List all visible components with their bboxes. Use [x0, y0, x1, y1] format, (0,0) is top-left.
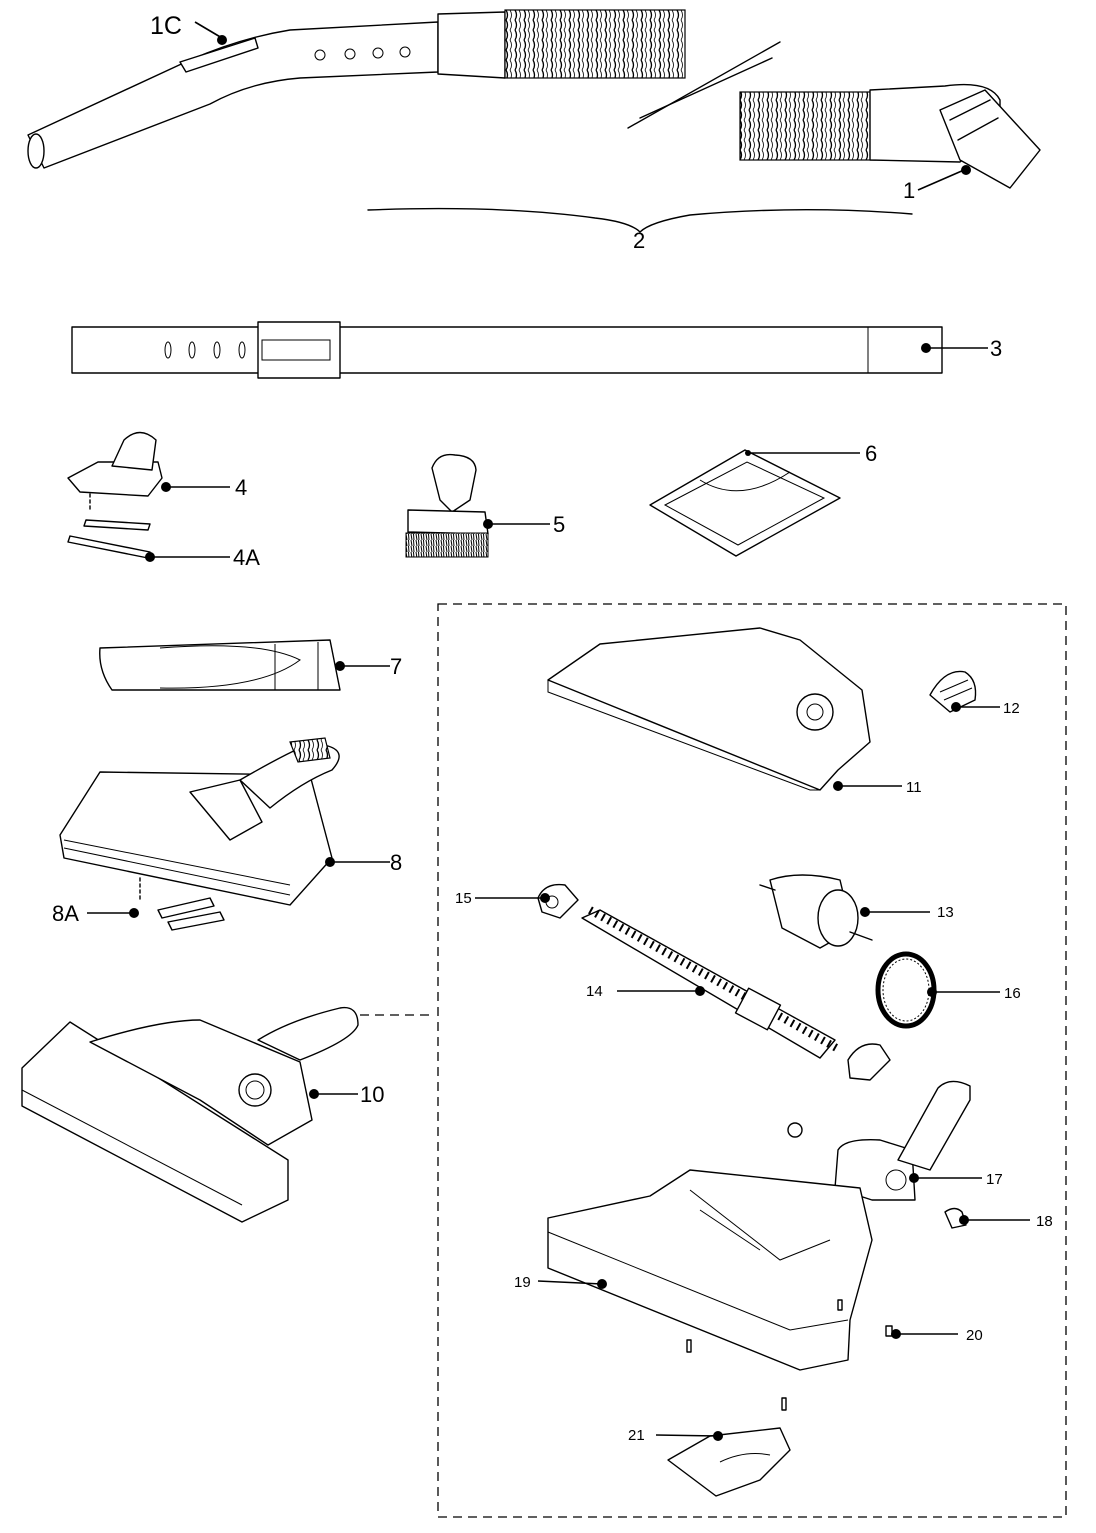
exploded-view-box [437, 603, 1067, 1518]
label-14: 14 [586, 983, 603, 1000]
label-16: 16 [1004, 985, 1021, 1002]
part-13-turbine [759, 874, 873, 949]
part-12-badge [929, 670, 977, 713]
label-5: 5 [553, 512, 565, 537]
part-6-filter-pad [649, 449, 841, 557]
label-3: 3 [990, 336, 1002, 361]
part-10-turbo-nozzle [21, 1006, 435, 1223]
label-11: 11 [906, 779, 922, 796]
part-8-floor-nozzle [59, 737, 340, 906]
label-8: 8 [390, 850, 402, 875]
label-15: 15 [455, 890, 472, 907]
part-7-crevice-tool [99, 639, 341, 691]
part-16-belt [875, 951, 937, 1029]
label-12: 12 [1003, 700, 1020, 717]
part-1-hose-end [627, 41, 1041, 189]
label-18: 18 [1036, 1213, 1053, 1230]
label-19: 19 [514, 1274, 531, 1291]
label-4: 4 [235, 475, 247, 500]
leader-dots [129, 35, 971, 1441]
brushroll-end-cap [847, 1043, 891, 1081]
label-2: 2 [633, 228, 645, 253]
label-1: 1 [903, 178, 915, 203]
part-21-sole-plate [667, 1427, 791, 1497]
leader-lines [87, 21, 1030, 1437]
small-nut [787, 1122, 803, 1138]
label-7: 7 [390, 654, 402, 679]
label-1c: 1C [150, 12, 182, 40]
label-20: 20 [966, 1327, 983, 1344]
label-4a: 4A [233, 545, 260, 570]
part-17-swivel-neck [834, 1080, 971, 1201]
label-6: 6 [865, 441, 877, 466]
part-20-screws [686, 1299, 893, 1411]
part-8a-strips [157, 897, 225, 931]
part-3-telescopic-tube [71, 321, 943, 379]
part-4a-strips [67, 519, 151, 559]
label-10: 10 [360, 1082, 384, 1107]
part-11-cover [547, 627, 871, 791]
part-14-brushroll [581, 906, 842, 1059]
part-labels: 1C 1 2 3 4 4A 5 6 7 8 8A 10 11 12 13 14 … [52, 12, 1053, 1444]
part-1c-wand [27, 9, 686, 169]
part-4-upholstery-nozzle [67, 431, 163, 513]
part-5-dusting-brush [405, 453, 489, 558]
part-19-base-housing [547, 1169, 873, 1371]
label-21: 21 [628, 1427, 645, 1444]
label-17: 17 [986, 1171, 1003, 1188]
label-8a: 8A [52, 901, 79, 926]
label-13: 13 [937, 904, 954, 921]
part-2-brace [367, 207, 913, 233]
